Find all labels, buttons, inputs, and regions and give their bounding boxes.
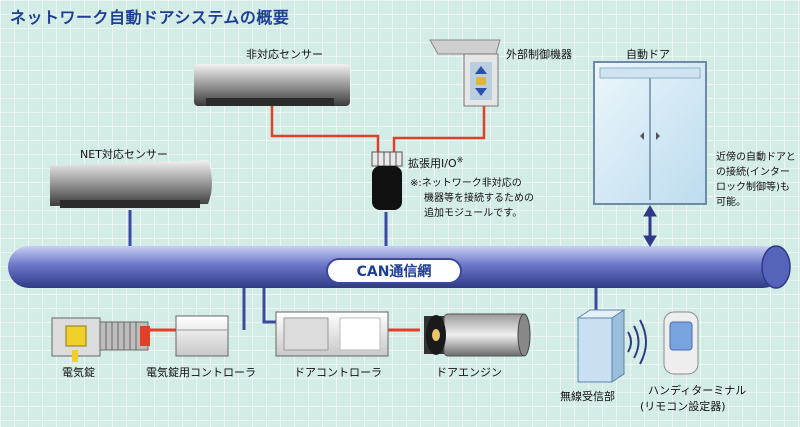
door-engine-label: ドアエンジン — [436, 366, 502, 379]
expansion-note-line: ※:ネットワーク非対応の — [410, 178, 522, 189]
net-sensor-label: NET対応センサー — [80, 148, 168, 161]
neighbor-door-note-line: 近傍の自動ドアと — [716, 152, 796, 163]
wireless-receiver-label: 無線受信部 — [560, 390, 615, 403]
lock-controller-label: 電気錠用コントローラ — [146, 366, 256, 379]
external-control-device — [429, 39, 501, 107]
expansion-io-mark: ※ — [456, 155, 464, 165]
handy-terminal-label: ハンディターミナル — [648, 384, 747, 397]
diagram-title: ネットワーク自動ドアシステムの概要 — [10, 8, 290, 27]
door-controller-label: ドアコントローラ — [294, 366, 382, 379]
lock-controller-device — [175, 315, 229, 357]
electric-lock-label: 電気錠 — [62, 366, 95, 379]
auto-door-label: 自動ドア — [626, 48, 670, 61]
expansion-note-line: 機器等を接続するための — [424, 193, 534, 204]
external-control-label: 外部制御機器 — [506, 48, 572, 61]
wireless-waves — [627, 319, 647, 365]
expansion-io-text: 拡張用I/O — [408, 157, 457, 170]
red-wires — [270, 104, 486, 156]
wireless-receiver-device — [576, 309, 626, 383]
neighbor-door-note-line: 可能。 — [716, 197, 746, 208]
neighbor-door-note: 近傍の自動ドアと の接続(インター ロック制御等)も 可能。 — [716, 150, 796, 210]
expansion-note: ※:ネットワーク非対応の 機器等を接続するための 追加モジュールです。 — [410, 176, 534, 221]
non-net-sensor-device — [194, 64, 350, 106]
expansion-io-label: 拡張用I/O※ — [408, 155, 463, 171]
door-bus-arrow — [643, 205, 657, 247]
handy-terminal-device — [663, 311, 699, 375]
neighbor-door-note-line: ロック制御等)も — [716, 182, 790, 193]
non-net-sensor-label: 非対応センサー — [246, 48, 323, 61]
handy-terminal-sublabel: (リモコン設定器) — [640, 400, 726, 413]
electric-lock-device — [51, 317, 150, 362]
door-controller-device — [275, 311, 389, 357]
neighbor-door-note-line: の接続(インター — [716, 167, 790, 178]
auto-door-device — [593, 61, 707, 205]
door-engine-device — [424, 313, 531, 357]
expansion-note-line: 追加モジュールです。 — [424, 208, 523, 219]
net-sensor-device — [50, 160, 212, 208]
expansion-io-device — [371, 151, 403, 210]
can-bus-label: CAN通信網 — [326, 258, 462, 284]
